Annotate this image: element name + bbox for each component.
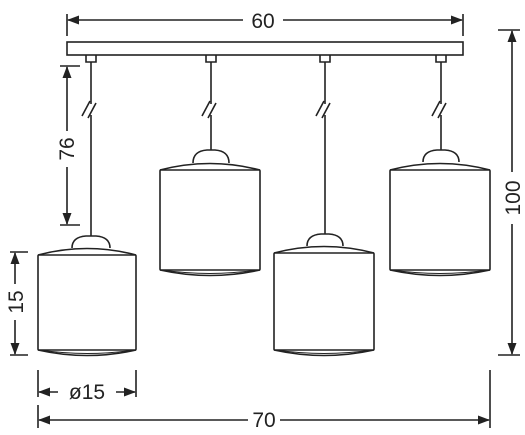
- pendant-3: [273, 55, 375, 357]
- pendant-1: [37, 55, 137, 357]
- label-total-height: 100: [502, 180, 525, 215]
- label-shade-diameter: ø15: [69, 381, 105, 404]
- pendant-2: [159, 55, 261, 277]
- ceiling-canopy: [66, 41, 464, 56]
- label-shade-height: 15: [5, 290, 28, 313]
- pendant-4: [389, 55, 491, 277]
- label-canopy-width: 60: [251, 10, 274, 33]
- label-total-width: 70: [252, 409, 275, 432]
- label-cable-length: 76: [56, 137, 79, 160]
